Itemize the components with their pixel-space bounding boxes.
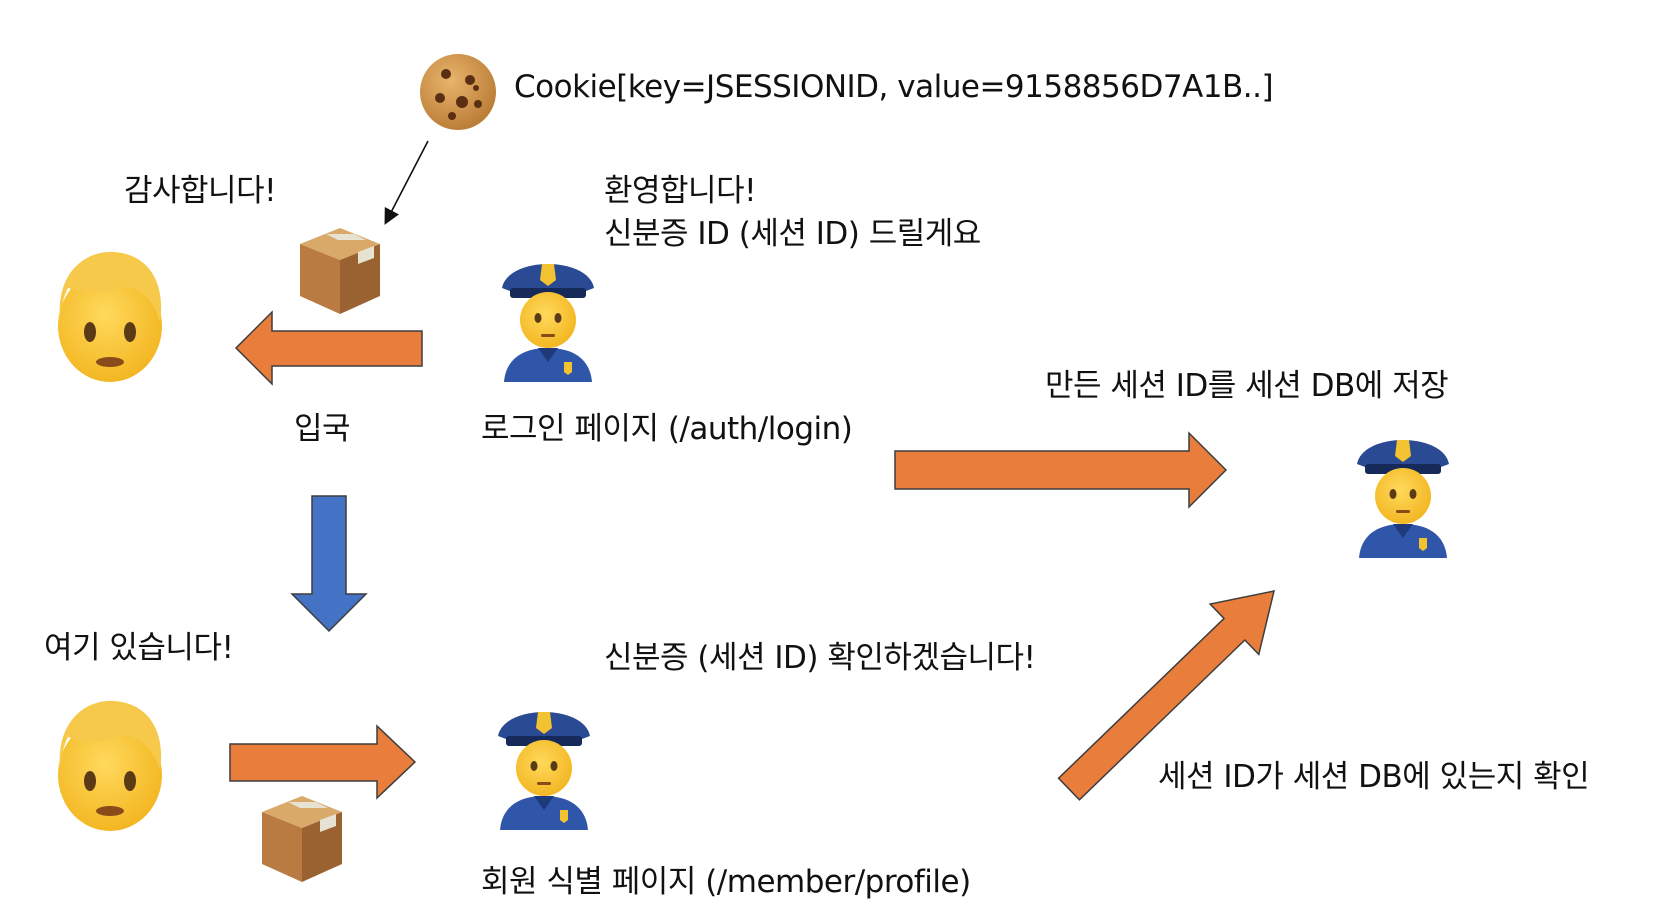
cookie-to-package-arrow [384,140,429,225]
entry-label: 입국 [294,411,351,447]
session-db-label: 만든 세션 ID를 세션 DB에 저장 [1045,368,1449,404]
profile-officer-speech: 신분증 (세션 ID) 확인하겠습니다! [604,640,1036,676]
person-icon [50,248,170,390]
login-officer-speech-line2: 신분증 ID (세션 ID) 드릴게요 [604,216,981,252]
login-page-caption: 로그인 페이지 (/auth/login) [481,411,853,447]
cookie-label: Cookie[key=JSESSIONID, value=9158856D7A1… [514,69,1274,105]
package-icon [296,224,384,322]
entry-down-arrow [290,495,368,633]
present-session-arrow [229,724,417,800]
profile-page-caption: 회원 식별 페이지 (/member/profile) [481,864,971,900]
user-bottom-speech: 여기 있습니다! [44,630,234,666]
login-officer-speech-line1: 환영합니다! [604,173,757,209]
verify-session-arrow [1057,590,1276,801]
package-icon [258,792,346,890]
person-icon [50,697,170,839]
police-officer-icon [498,246,598,386]
user-top-speech: 감사합니다! [124,173,277,209]
cookie-icon [418,52,498,136]
police-officer-icon [494,694,594,834]
store-session-arrow [894,431,1228,509]
issue-session-arrow [234,310,423,386]
police-officer-icon [1353,422,1453,562]
verify-label: 세션 ID가 세션 DB에 있는지 확인 [1158,759,1590,795]
